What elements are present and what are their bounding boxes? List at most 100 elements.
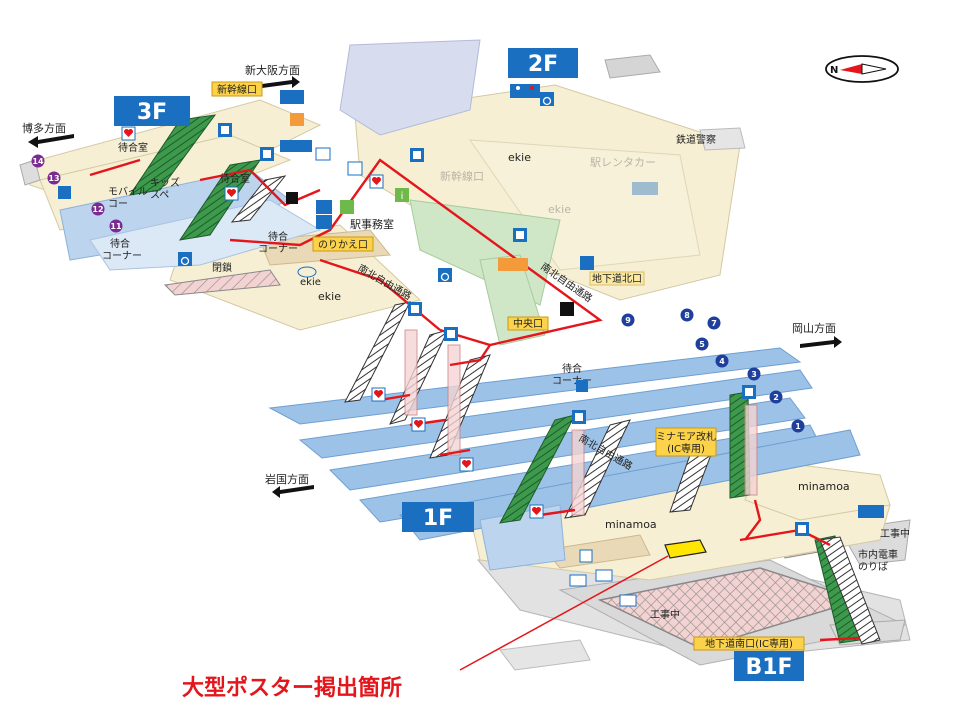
label-tram-2: のりば bbox=[858, 561, 888, 573]
direction-indicators: 博多方面 新大阪方面 岡山方面 岩国方面 bbox=[22, 63, 842, 498]
platform-number-7: 7 bbox=[711, 319, 717, 328]
label-waiting-corner-a1: 待合 bbox=[110, 237, 130, 250]
elevator-icon bbox=[218, 123, 232, 137]
arrow-right-icon bbox=[262, 76, 300, 88]
platform-number-2: 2 bbox=[773, 393, 779, 402]
label-minamoa-1f: minamoa bbox=[605, 518, 657, 531]
platform-number-14: 14 bbox=[32, 157, 44, 166]
shop-icon bbox=[290, 113, 304, 126]
toilet-icon bbox=[858, 505, 884, 518]
label-shinkansen-gate-faint: 新幹線口 bbox=[440, 169, 484, 183]
label-mobile-corner: コー bbox=[108, 199, 128, 210]
shop-icon bbox=[498, 258, 528, 271]
wheelchair-icon bbox=[438, 268, 452, 282]
floor-badge-b1f bbox=[734, 651, 804, 681]
label-ekie-2f-center: ekie bbox=[508, 151, 531, 164]
vertical-circulation bbox=[128, 114, 881, 645]
label-station-office: 駅事務室 bbox=[350, 217, 394, 231]
label-mobile-space: スペ bbox=[150, 190, 169, 201]
tag-minamoa-gate: ミナモア改札 bbox=[656, 430, 716, 443]
compass-n-icon: N bbox=[830, 65, 838, 76]
tag-central-gate: 中央口 bbox=[513, 317, 543, 330]
compass-north-needle-icon bbox=[840, 64, 862, 74]
no-smoking-icon bbox=[286, 192, 298, 204]
heart-icon bbox=[371, 387, 386, 402]
locker-icon bbox=[576, 380, 588, 392]
facility-icons: i bbox=[58, 84, 884, 607]
elevator-icon bbox=[572, 410, 586, 424]
bus-icon bbox=[569, 574, 587, 587]
platform-4-5 bbox=[328, 397, 806, 491]
label-waiting-room-3f: 待合室 bbox=[118, 141, 148, 154]
direction-okayama: 岡山方面 bbox=[792, 321, 836, 335]
parking-icon bbox=[580, 256, 594, 270]
tag-underpass-south: 地下道南口(IC専用) bbox=[705, 637, 793, 650]
platform-numbers: 1 2 3 4 5 8 7 9 11 12 13 14 bbox=[31, 154, 805, 433]
platform-number-5: 5 bbox=[699, 340, 705, 349]
platform-number-3: 3 bbox=[751, 370, 757, 379]
label-ekie-small: ekie bbox=[300, 277, 321, 288]
bus-icon bbox=[579, 549, 593, 563]
elevator-icon bbox=[795, 522, 809, 536]
elevator-icon bbox=[260, 147, 274, 161]
compass-ring-icon bbox=[825, 55, 899, 83]
toilet-icon bbox=[280, 90, 304, 104]
info-icon: i bbox=[395, 188, 409, 202]
direction-iwakuni: 岩国方面 bbox=[265, 472, 309, 486]
bus-icon bbox=[619, 594, 637, 607]
platform-number-9: 9 bbox=[625, 316, 631, 325]
tag-shinkansen-gate: 新幹線口 bbox=[217, 83, 257, 96]
svg-text:i: i bbox=[401, 191, 404, 202]
label-waiting-corner-a2: コーナー bbox=[102, 250, 142, 262]
wheelchair-icon bbox=[540, 92, 554, 106]
fax-icon bbox=[315, 147, 331, 161]
facility-tags: 新幹線口 のりかえ口 地下道北口 中央口 ミナモア改札 (IC専用) 地下道南口… bbox=[211, 81, 805, 651]
platform-number-13: 13 bbox=[48, 174, 59, 183]
arrow-left-icon bbox=[272, 485, 314, 498]
poster-callout bbox=[459, 539, 707, 671]
platform-6-7 bbox=[298, 369, 813, 459]
platform-number-4: 4 bbox=[719, 357, 725, 366]
platform-number-8: 8 bbox=[684, 311, 690, 320]
info-icon bbox=[340, 200, 354, 214]
floor-2f-label: 2F bbox=[528, 52, 558, 77]
floor-badges: 3F 2F 1F B1F bbox=[114, 48, 804, 681]
ticket-machine-icon bbox=[316, 215, 332, 229]
heart-icon bbox=[529, 504, 544, 519]
label-waiting-corner-b1: 待合 bbox=[268, 230, 288, 243]
tag-transfer-gate: のりかえ口 bbox=[318, 239, 368, 251]
floor-badge-1f bbox=[402, 502, 474, 532]
label-construction-east: 工事中 bbox=[880, 527, 910, 540]
floor-1f-label: 1F bbox=[423, 506, 453, 531]
floor-b1f-label: B1F bbox=[745, 655, 792, 680]
elevator-icon bbox=[410, 148, 424, 162]
wheelchair-icon bbox=[178, 252, 192, 266]
label-rental-car: 駅レンタカー bbox=[590, 156, 656, 169]
arrow-left-icon bbox=[28, 134, 74, 148]
direction-hakata: 博多方面 bbox=[22, 121, 66, 135]
label-railway-police: 鉄道警察 bbox=[676, 133, 716, 146]
locker-icon bbox=[58, 186, 71, 199]
label-minamoa-1f-east: minamoa bbox=[798, 480, 850, 493]
label-kids: キッズ bbox=[150, 176, 180, 189]
shop-icon bbox=[280, 140, 312, 152]
poster-location-marker bbox=[664, 539, 707, 559]
poster-caption: 大型ポスター掲出箇所 bbox=[182, 675, 402, 701]
ticket-machine-icon bbox=[316, 200, 332, 214]
heart-icon bbox=[411, 417, 426, 432]
label-tram-1: 市内電車 bbox=[858, 548, 898, 561]
tag-underpass-north: 地下道北口 bbox=[592, 272, 642, 285]
toilet-icon bbox=[632, 182, 658, 195]
compass: N bbox=[825, 55, 899, 83]
bus-icon bbox=[595, 569, 613, 582]
label-closed: 閉鎖 bbox=[212, 261, 232, 274]
floor-3f-label: 3F bbox=[137, 100, 167, 125]
elevator-icon bbox=[513, 228, 527, 242]
direction-shin-osaka: 新大阪方面 bbox=[245, 63, 300, 77]
heart-icon bbox=[459, 457, 474, 472]
label-construction-b1: 工事中 bbox=[650, 608, 680, 621]
label-waiting-room-3f-b: 待合室 bbox=[220, 172, 250, 185]
floor-badge-3f bbox=[114, 96, 190, 126]
toilet-icon bbox=[510, 84, 540, 98]
